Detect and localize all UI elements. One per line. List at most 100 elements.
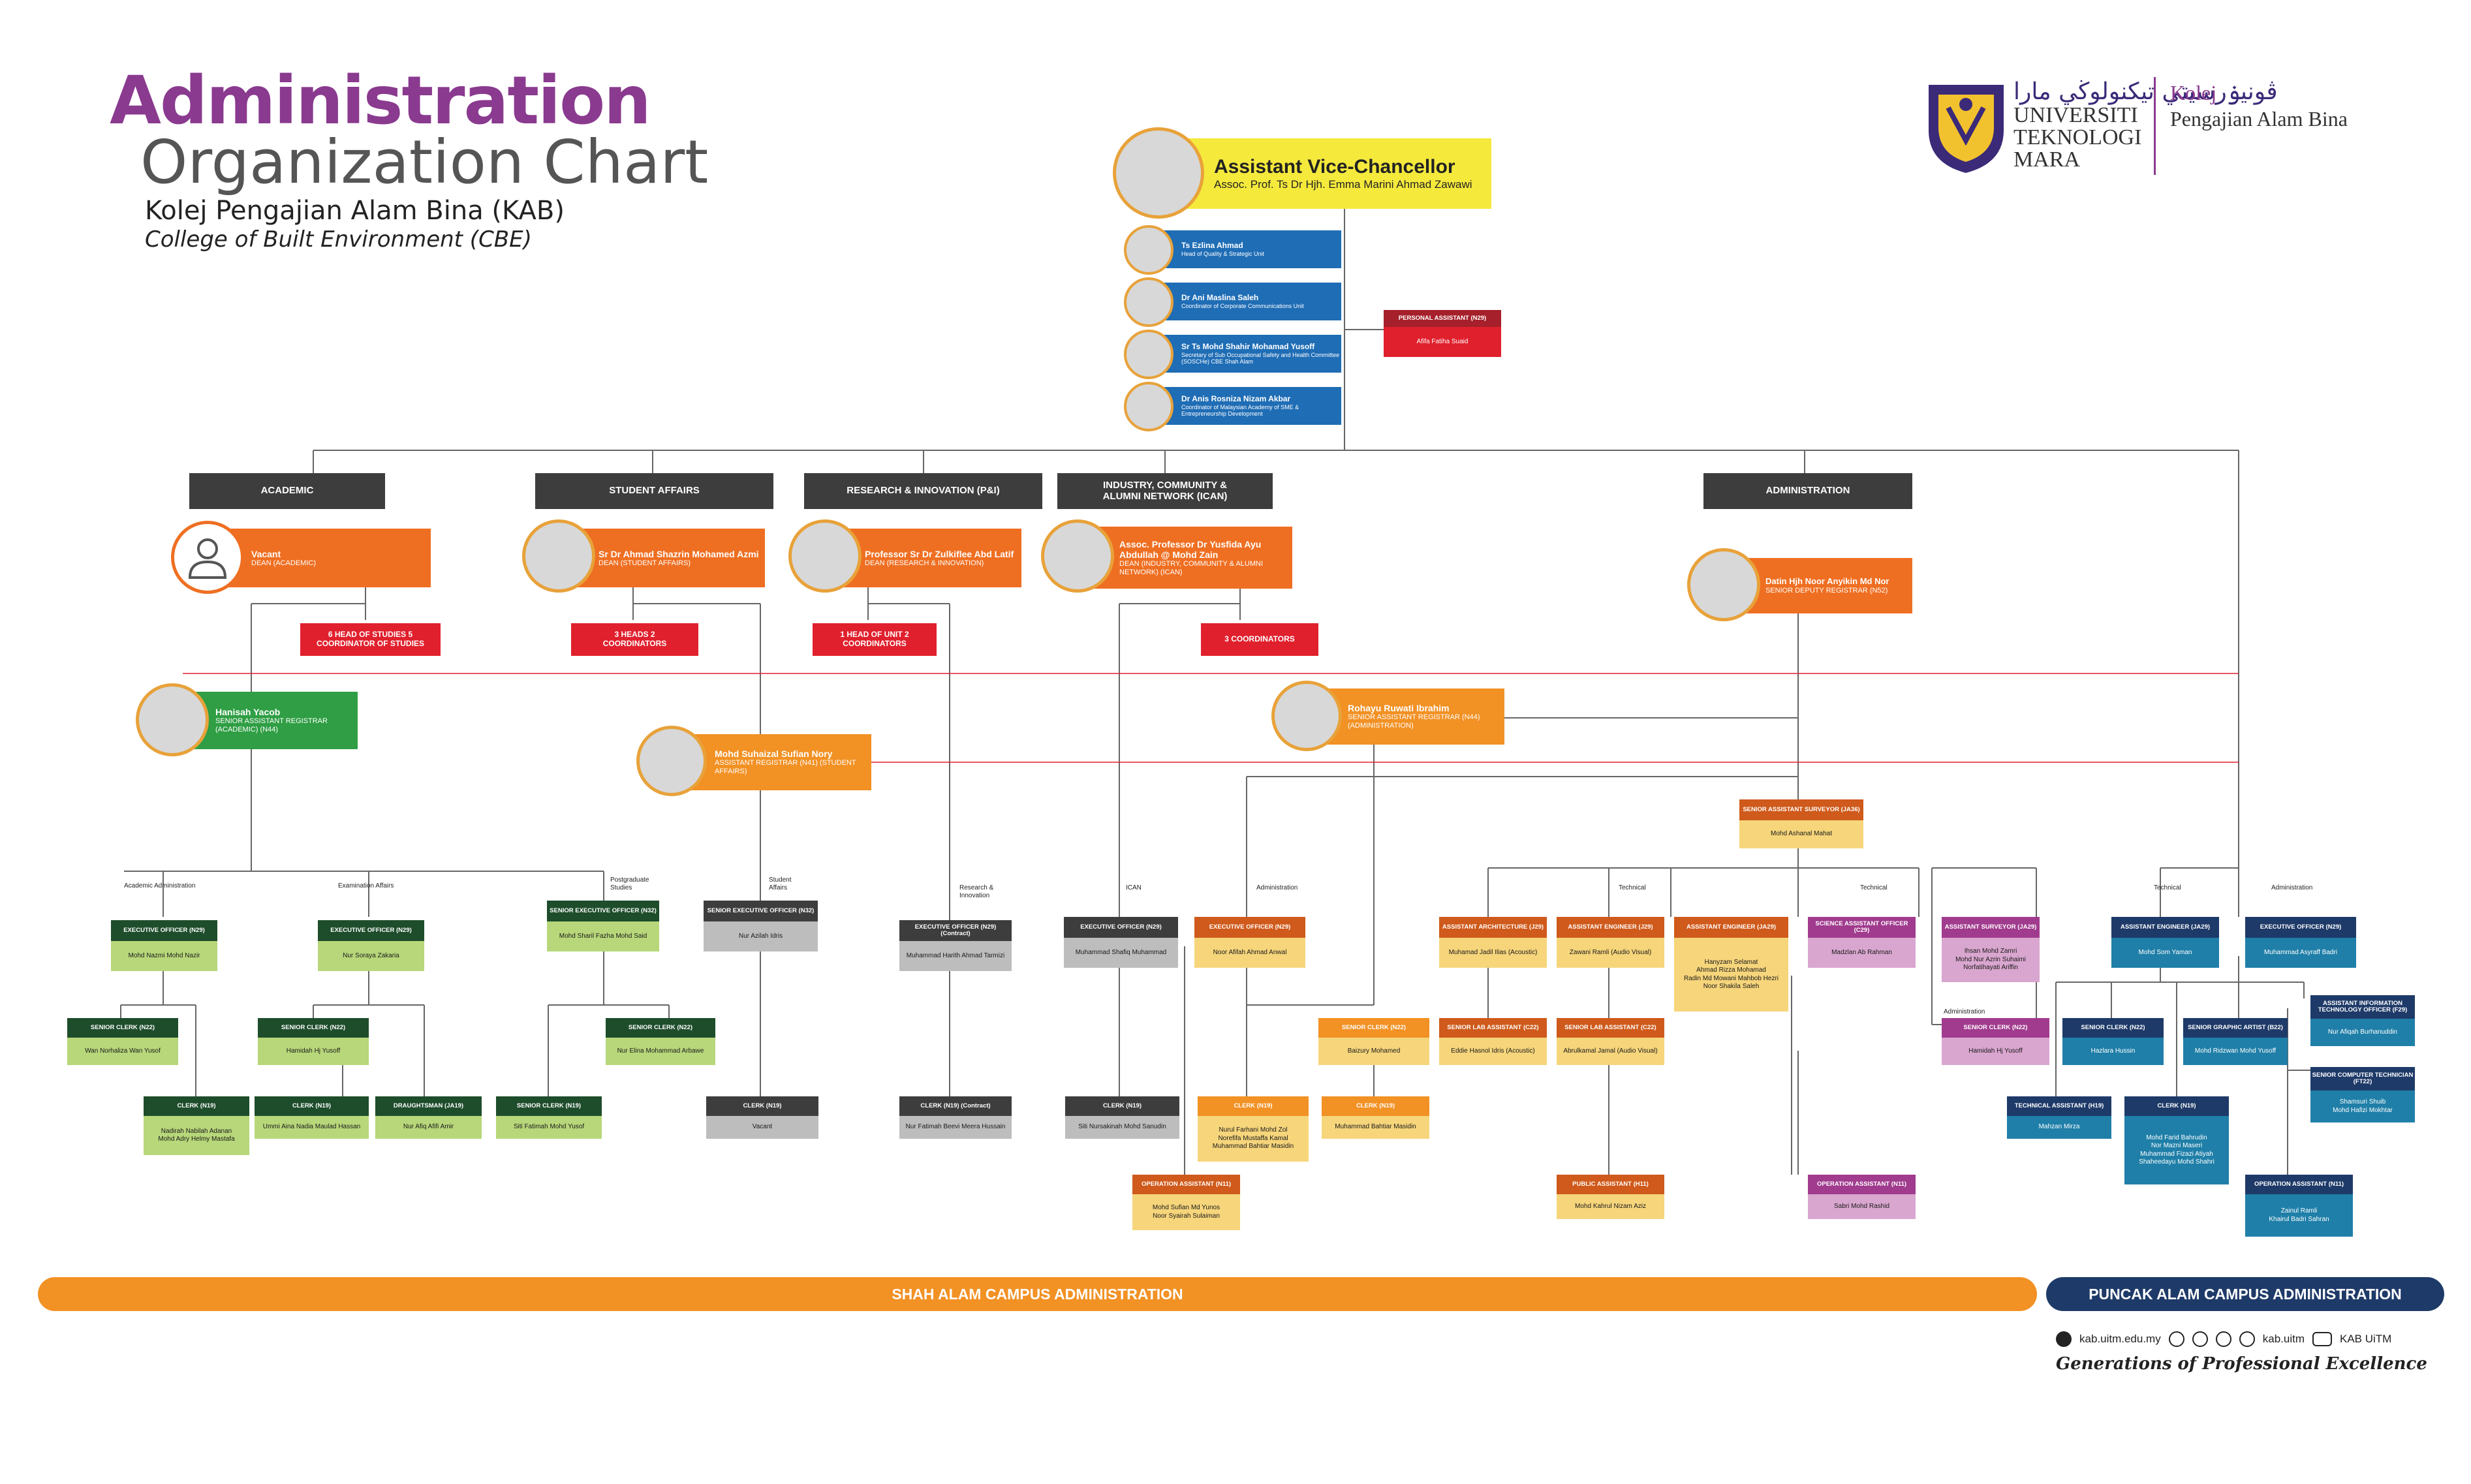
unit-card[interactable]: DRAUGHTSMAN (JA19)Nur Afiq Afifi Amir: [375, 1096, 482, 1139]
unit-card[interactable]: ASSISTANT ARCHITECTURE (J29)Muhamad Jadi…: [1439, 917, 1547, 968]
unit-card[interactable]: CLERK (N19)Siti Nursakinah Mohd Sanudin: [1065, 1096, 1179, 1139]
advisor-name: Ts Ezlina Ahmad: [1181, 240, 1243, 250]
unit-card[interactable]: ASSISTANT INFORMATION TECHNOLOGY OFFICER…: [2310, 995, 2415, 1046]
unit-card[interactable]: CLERK (N19)Ummi Aina Nadia Maulad Hassan: [255, 1096, 369, 1139]
dean-name: Datin Hjh Noor Anyikin Md Nor: [1765, 576, 1889, 586]
coordinators-student-affairs: 3 HEADS 2 COORDINATORS: [571, 623, 698, 656]
footer-youtube[interactable]: KAB UiTM: [2339, 1333, 2392, 1345]
unit-card[interactable]: EXECUTIVE OFFICER (N29)Nur Soraya Zakari…: [318, 920, 424, 971]
pa-title: PERSONAL ASSISTANT (N29): [1384, 310, 1501, 327]
footer-social[interactable]: kab.uitm: [2262, 1333, 2305, 1345]
unit-name: Eddie Hasnol Idris (Acoustic): [1439, 1038, 1547, 1065]
unit-card[interactable]: SENIOR CLERK (N22)Wan Norhaliza Wan Yuso…: [67, 1018, 178, 1065]
unit-card[interactable]: SCIENCE ASSISTANT OFFICER (C29)Madzlan A…: [1808, 917, 1916, 968]
advisor-photo-avatar: [1124, 277, 1173, 327]
unit-card[interactable]: SENIOR LAB ASSISTANT (C22)Eddie Hasnol I…: [1439, 1018, 1547, 1065]
unit-card[interactable]: EXECUTIVE OFFICER (N29)Mohd Nazmi Mohd N…: [111, 920, 217, 971]
unit-card[interactable]: SENIOR CLERK (N22)Hazlara Hussin: [2062, 1018, 2164, 1065]
unit-card[interactable]: CLERK (N19) (Contract)Nur Fatimah Beevi …: [899, 1096, 1012, 1139]
dean-position: DEAN (RESEARCH & INNOVATION): [865, 559, 984, 567]
unit-card[interactable]: SENIOR EXECUTIVE OFFICER (N32)Mohd Shari…: [547, 901, 659, 951]
unit-card[interactable]: EXECUTIVE OFFICER (N29) (Contract)Muhamm…: [899, 920, 1012, 971]
unit-name: Nur Soraya Zakaria: [318, 941, 424, 971]
unit-card[interactable]: SENIOR EXECUTIVE OFFICER (N32)Nur Azilah…: [704, 901, 818, 951]
unit-card[interactable]: ASSISTANT SURVEYOR (JA29)Ihsan Mohd Zamr…: [1942, 917, 2040, 982]
division-header-student-affairs: STUDENT AFFAIRS: [535, 473, 773, 509]
unit-card[interactable]: EXECUTIVE OFFICER (N29)Noor Afifah Ahmad…: [1194, 917, 1305, 968]
tiktok-icon[interactable]: [2239, 1331, 2255, 1347]
unit-card[interactable]: SENIOR LAB ASSISTANT (C22)Abrulkamal Jam…: [1557, 1018, 1664, 1065]
instagram-icon[interactable]: [2192, 1331, 2208, 1347]
unit-name: Muhammad Asyraff Badri: [2245, 938, 2356, 968]
avc-card[interactable]: Assistant Vice-Chancellor Assoc. Prof. T…: [1149, 138, 1491, 209]
unit-title: SENIOR EXECUTIVE OFFICER (N32): [704, 901, 818, 921]
unit-card[interactable]: OPERATION ASSISTANT (N11)Sabri Mohd Rash…: [1808, 1175, 1916, 1219]
advisor-card[interactable]: Dr Ani Maslina Saleh Coordinator of Corp…: [1152, 283, 1341, 320]
unit-title: CLERK (N19): [1322, 1096, 1429, 1116]
unit-card[interactable]: CLERK (N19)Muhammad Bahtiar Masidin: [1322, 1096, 1429, 1139]
unit-name: Hamidah Hj Yusoff: [1942, 1038, 2049, 1065]
personal-assistant-card[interactable]: PERSONAL ASSISTANT (N29) Afifa Fatiha Su…: [1384, 310, 1501, 357]
unit-title: SENIOR CLERK (N22): [1318, 1018, 1429, 1038]
surveyor-name: Mohd Ashanal Mahat: [1739, 820, 1863, 848]
dean-photo-avatar: [1041, 519, 1114, 593]
footer-tagline: Generations of Professional Excellence: [2056, 1354, 2427, 1374]
unit-card[interactable]: PUBLIC ASSISTANT (H11)Mohd Kahrul Nizam …: [1557, 1175, 1664, 1219]
senior-surveyor-card[interactable]: SENIOR ASSISTANT SURVEYOR (JA36) Mohd As…: [1739, 799, 1863, 848]
registrar-photo-avatar: [136, 683, 209, 756]
unit-card[interactable]: ASSISTANT ENGINEER (JA29)Hanyzam Selamat…: [1674, 917, 1788, 1012]
unit-card[interactable]: ASSISTANT ENGINEER (J29)Zawani Ramli (Au…: [1557, 917, 1664, 968]
unit-card[interactable]: EXECUTIVE OFFICER (N29)Muhammad Asyraff …: [2245, 917, 2356, 968]
unit-card[interactable]: EXECUTIVE OFFICER (N29)Muhammad Shafiq M…: [1064, 917, 1178, 968]
name-line: Muhammad Bahtiar Masidin: [1212, 1143, 1294, 1151]
name-line: Khairul Badri Sahran: [2269, 1215, 2329, 1223]
advisor-card[interactable]: Sr Ts Mohd Shahir Mohamad Yusoff Secreta…: [1152, 335, 1341, 373]
advisor-card[interactable]: Dr Anis Rosniza Nizam Akbar Coordinator …: [1152, 387, 1341, 425]
registrar-position: SENIOR ASSISTANT REGISTRAR (N44) (ADMINI…: [1348, 713, 1480, 730]
youtube-icon[interactable]: [2312, 1332, 2332, 1346]
unit-name: Baizury Mohamed: [1318, 1038, 1429, 1065]
dean-name: Professor Sr Dr Zulkiflee Abd Latif: [865, 548, 1014, 559]
unit-card[interactable]: SENIOR GRAPHIC ARTIST (B22)Mohd Ridzwan …: [2183, 1018, 2288, 1065]
registrar-card-student-affairs[interactable]: Mohd Suhaizal Sufian Nory ASSISTANT REGI…: [679, 734, 871, 790]
unit-card[interactable]: TECHNICAL ASSISTANT (H19)Mahzan Mirza: [2007, 1096, 2111, 1139]
unit-card[interactable]: SENIOR CLERK (N22)Nur Elina Mohammad Arb…: [606, 1018, 715, 1065]
logo-uni-line2: TEKNOLOGI: [2013, 125, 2142, 149]
puncak-alam-campus-bar: PUNCAK ALAM CAMPUS ADMINISTRATION: [2046, 1277, 2444, 1311]
registrar-card-administration[interactable]: Rohayu Ruwati Ibrahim SENIOR ASSISTANT R…: [1312, 688, 1504, 745]
dean-card-academic[interactable]: Vacant DEAN (ACADEMIC): [222, 529, 431, 587]
division-header-ican: INDUSTRY, COMMUNITY & ALUMNI NETWORK (IC…: [1057, 473, 1273, 509]
unit-card[interactable]: SENIOR CLERK (N22)Hamidah Hj Yusoff: [1942, 1018, 2049, 1065]
unit-title: ASSISTANT ENGINEER (JA29): [1674, 917, 1788, 938]
unit-name: Wan Norhaliza Wan Yusof: [67, 1038, 178, 1065]
registrar-photo-avatar: [1271, 681, 1342, 751]
unit-card[interactable]: SENIOR CLERK (N22)Baizury Mohamed: [1318, 1018, 1429, 1065]
unit-card[interactable]: SENIOR CLERK (N22)Hamidah Hj Yusoff: [258, 1018, 369, 1065]
unit-card[interactable]: CLERK (N19)Vacant: [706, 1096, 818, 1139]
registrar-photo-avatar: [636, 726, 707, 796]
unit-card[interactable]: ASSISTANT ENGINEER (JA29)Mohd Som Yaman: [2111, 917, 2219, 968]
footer-website[interactable]: kab.uitm.edu.my: [2079, 1333, 2161, 1345]
unit-title: OPERATION ASSISTANT (N11): [1132, 1175, 1240, 1194]
dean-card-student-affairs[interactable]: Sr Dr Ahmad Shazrin Mohamed Azmi DEAN (S…: [563, 529, 765, 587]
unit-title: EXECUTIVE OFFICER (N29): [2245, 917, 2356, 938]
unit-card[interactable]: SENIOR COMPUTER TECHNICIAN (FT22)Shamsur…: [2310, 1067, 2415, 1122]
advisor-card[interactable]: Ts Ezlina Ahmad Head of Quality & Strate…: [1152, 230, 1341, 268]
facebook-icon[interactable]: [2168, 1331, 2184, 1347]
unit-card[interactable]: OPERATION ASSISTANT (N11)Mohd Sufian Md …: [1132, 1175, 1240, 1230]
name-line: Norefifa Mustaffa Kamal: [1218, 1134, 1288, 1142]
registrar-card-academic[interactable]: Hanisah Yacob SENIOR ASSISTANT REGISTRAR…: [183, 692, 358, 749]
unit-card[interactable]: SENIOR CLERK (N19)Siti Fatimah Mohd Yuso…: [496, 1096, 602, 1139]
advisor-photo-avatar: [1124, 382, 1173, 431]
dean-name: Sr Dr Ahmad Shazrin Mohamed Azmi: [598, 548, 759, 559]
name-line: Norfatihayati Ariffin: [1963, 964, 2018, 972]
x-icon[interactable]: [2215, 1331, 2231, 1347]
title-line1: Administration: [110, 62, 651, 140]
unit-title: OPERATION ASSISTANT (N11): [2245, 1175, 2353, 1194]
